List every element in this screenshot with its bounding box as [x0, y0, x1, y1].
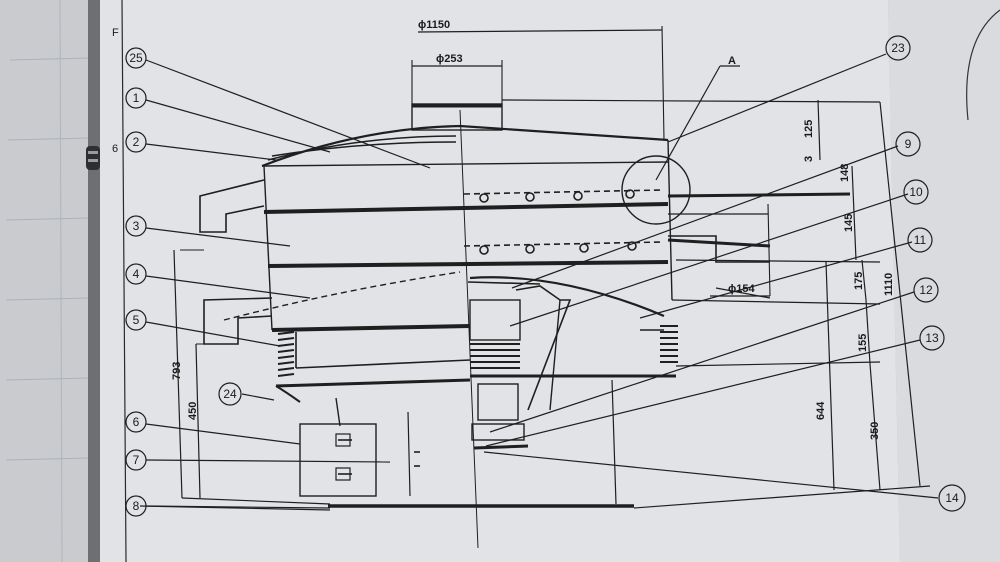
- dim-125: 125: [803, 120, 815, 138]
- dim-793: 793: [171, 362, 183, 380]
- right-page-arc: [966, 9, 1000, 121]
- inner-cone: [469, 276, 665, 318]
- svg-text:25: 25: [129, 51, 143, 65]
- svg-text:9: 9: [905, 137, 912, 151]
- dim-line-793: [173, 249, 183, 499]
- svg-text:8: 8: [133, 499, 140, 513]
- callout-2: 2: [125, 131, 147, 153]
- svg-text:12: 12: [919, 283, 933, 297]
- callout-7: 7: [125, 449, 147, 471]
- page-mark-6: 6: [112, 143, 118, 155]
- dim-155: 155: [857, 334, 869, 352]
- springs-right: [660, 325, 678, 363]
- svg-text:2: 2: [133, 135, 140, 149]
- body-left-wall: [263, 165, 273, 331]
- body-right-wall: [667, 139, 673, 301]
- callout-8: 8: [125, 495, 147, 517]
- callout-25: 25: [125, 47, 147, 69]
- dim-outer-diameter: ϕ1150: [418, 19, 450, 31]
- callout-4: 4: [125, 263, 147, 285]
- dimension-lines: [139, 29, 931, 511]
- svg-text:6: 6: [133, 415, 140, 429]
- page-border-line: [121, 0, 127, 562]
- svg-text:10: 10: [909, 185, 923, 199]
- view-marker-a: A: [728, 55, 736, 67]
- detail-circle-a: [621, 155, 691, 225]
- dim-side-outlet: ϕ154: [728, 283, 755, 295]
- dim-175: 175: [853, 272, 865, 290]
- callouts-right: 23 9 10 11 12 13 14: [885, 35, 966, 512]
- dim-148: 148: [839, 164, 851, 182]
- vibration-stack: [470, 343, 520, 369]
- callout-10: 10: [903, 179, 929, 205]
- svg-text:24: 24: [223, 387, 237, 401]
- dim-line-155: [865, 299, 871, 365]
- svg-text:5: 5: [133, 313, 140, 327]
- dim-3: 3: [803, 156, 815, 162]
- dim-145: 145: [843, 214, 855, 232]
- svg-text:14: 14: [945, 491, 959, 505]
- callout-23: 23: [885, 35, 911, 61]
- svg-text:4: 4: [133, 267, 140, 281]
- callout-11: 11: [907, 227, 933, 253]
- dim-450: 450: [187, 402, 199, 420]
- callouts-left: 25 1 2 3 4 5 6 7 8 24: [125, 47, 242, 517]
- dim-line-450: [195, 343, 201, 499]
- dim-line-1150: [417, 29, 663, 33]
- page-mark-f: F: [112, 27, 119, 39]
- cone-dashed: [223, 271, 461, 321]
- springs-left: [277, 331, 295, 377]
- outlet-left-upper: [199, 179, 265, 233]
- ring-top: [263, 202, 669, 214]
- center-line: [459, 109, 479, 549]
- dim-line-350: [869, 363, 881, 491]
- dim-line-1110: [879, 101, 921, 487]
- right-page: [888, 0, 1000, 562]
- motor-box: [299, 423, 377, 497]
- base-plate: [275, 378, 471, 388]
- lid: [261, 124, 669, 168]
- svg-text:1: 1: [133, 91, 140, 105]
- svg-text:7: 7: [133, 453, 140, 467]
- dim-line-125: [817, 99, 821, 161]
- callout-14: 14: [938, 484, 966, 512]
- outlet-right: [668, 235, 770, 263]
- dim-350: 350: [869, 422, 881, 440]
- dim-top-outlet: ϕ253: [436, 53, 463, 65]
- callout-1: 1: [125, 87, 147, 109]
- callout-6: 6: [125, 411, 147, 433]
- dim-line-175: [861, 259, 867, 301]
- callout-12: 12: [913, 277, 939, 303]
- dim-line-148-145: [851, 165, 857, 261]
- left-notebook-page: [0, 0, 94, 562]
- svg-text:11: 11: [914, 233, 927, 247]
- callout-leaders: [145, 53, 939, 509]
- svg-text:13: 13: [925, 331, 939, 345]
- motor-top: [469, 299, 521, 341]
- dim-1110: 1110: [883, 273, 895, 296]
- outlet-left-lower: [203, 297, 273, 345]
- machine-body: [180, 25, 881, 549]
- spine: [86, 0, 100, 562]
- ring-middle: [267, 260, 669, 268]
- callout-13: 13: [919, 325, 945, 351]
- ring-lower: [271, 324, 471, 332]
- callout-9: 9: [895, 131, 921, 157]
- callout-24: 24: [218, 382, 242, 406]
- top-outlet: [411, 103, 503, 131]
- svg-text:3: 3: [133, 219, 140, 233]
- svg-text:23: 23: [891, 41, 905, 55]
- dim-line-644: [825, 261, 835, 491]
- right-base-leader: [633, 485, 931, 509]
- drawing-page: [100, 0, 900, 562]
- dim-644: 644: [815, 401, 827, 420]
- callout-5: 5: [125, 309, 147, 331]
- callout-3: 3: [125, 215, 147, 237]
